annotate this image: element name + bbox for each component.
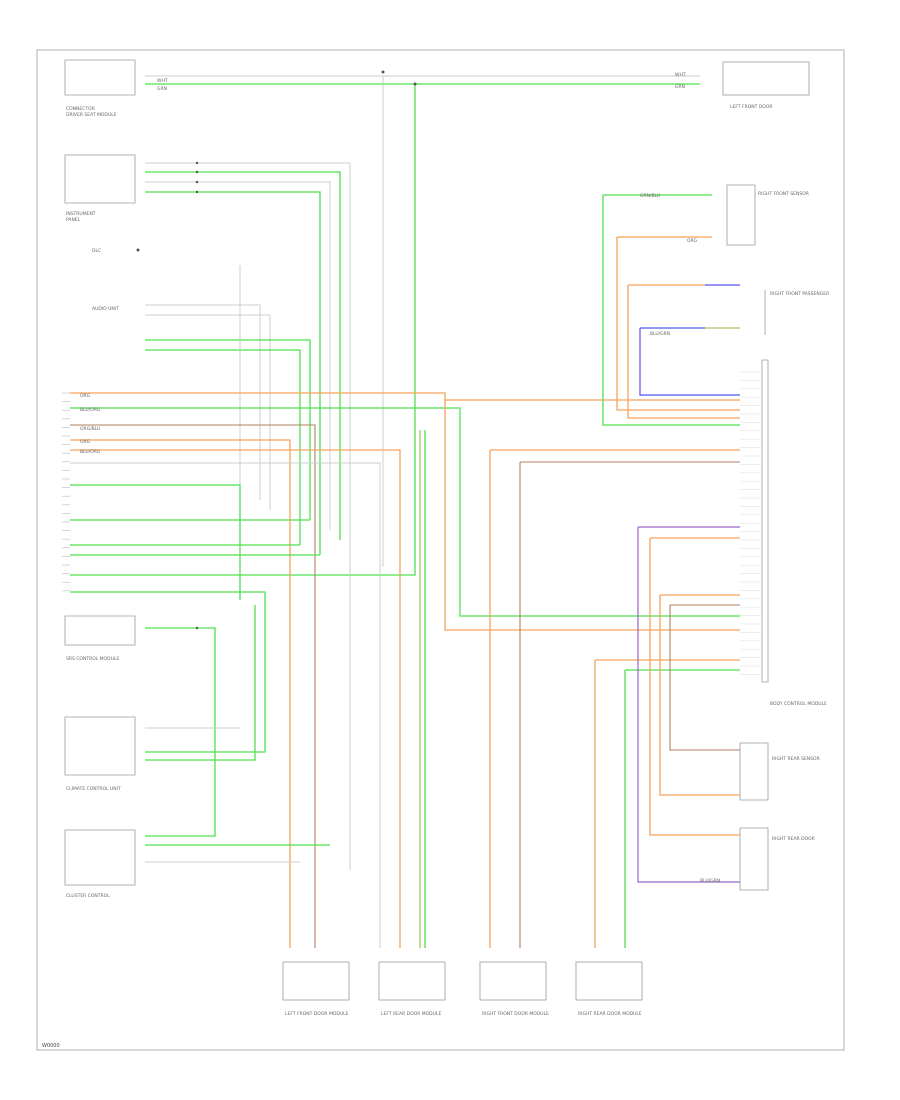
instrument-connector — [64, 154, 136, 204]
component-label-srs: SRS CONTROL MODULE — [66, 656, 119, 662]
wire-green — [70, 84, 416, 576]
wire-green — [145, 191, 321, 555]
wire-label: BLU/GRN — [650, 331, 670, 337]
wire-purple — [637, 526, 740, 883]
wire-brown — [70, 424, 316, 948]
wire-label: ORG — [687, 238, 698, 244]
component-label-rr-sensor: RIGHT REAR SENSOR — [772, 756, 820, 762]
splice-dot — [195, 170, 199, 174]
component-label-climate: CLIMATE CONTROL UNIT — [66, 786, 121, 792]
bottom-module-4 — [575, 961, 643, 1001]
component-sublabel-top-left: DRIVER SEAT MODULE — [66, 112, 117, 118]
wire-orange — [70, 439, 291, 948]
wire-orange — [616, 236, 740, 411]
harness-connector — [62, 392, 70, 592]
splice-dot — [195, 190, 199, 194]
splice-dot — [195, 626, 199, 630]
wire-group — [70, 75, 740, 948]
component-label-bottom-3: RIGHT FRONT DOOR MODULE — [482, 1011, 549, 1017]
splice-dot — [136, 248, 140, 252]
cluster-connector — [64, 829, 136, 886]
wire-green — [70, 484, 241, 600]
wire-orange — [70, 449, 401, 948]
right-module-pins — [740, 371, 762, 675]
wire-label: BLU/ORG — [80, 407, 101, 413]
wire-green — [145, 349, 301, 545]
wire-label: ORG — [80, 439, 91, 445]
wire-green — [145, 171, 341, 540]
wire-label: ORG — [80, 393, 91, 399]
wire-green — [70, 407, 740, 617]
wire-label: ORG/BLU — [80, 426, 100, 432]
right-module-connector — [761, 359, 769, 683]
wire-label: WHT — [675, 72, 686, 78]
component-label-audio: AUDIO UNIT — [92, 306, 119, 312]
wire-label: WHT — [157, 78, 168, 84]
splice-dot — [195, 180, 199, 184]
wire-blue — [639, 327, 740, 396]
splice-dot — [413, 82, 417, 86]
wire-label: GRN — [157, 86, 167, 92]
rr-sensor-box — [739, 742, 769, 801]
climate-connector — [64, 716, 136, 776]
wire-label: BLU/GRN — [700, 878, 720, 884]
wire-green — [145, 605, 256, 761]
wire-label: GRN/BLU — [640, 193, 660, 199]
wire-orange — [627, 284, 740, 419]
wire-brown — [669, 604, 740, 751]
component-label-cluster: CLUSTER CONTROL — [66, 893, 110, 899]
wire-green — [624, 669, 740, 948]
wire-gray — [70, 462, 381, 948]
srs-connector — [64, 615, 136, 646]
component-label-rr-door: RIGHT REAR DOOR — [772, 836, 815, 842]
component-label-bottom-2: LEFT REAR DOOR MODULE — [381, 1011, 441, 1017]
bottom-module-1 — [282, 961, 350, 1001]
bottom-module-2 — [378, 961, 446, 1001]
splice-dot — [381, 70, 385, 74]
component-label-lf-door: LEFT FRONT DOOR — [730, 104, 773, 110]
component-label-rf-pass: RIGHT FRONT PASSENGER — [770, 291, 829, 297]
top-left-connector — [64, 59, 136, 96]
wire-label: GRN — [675, 84, 685, 90]
wire-gray — [145, 181, 331, 530]
wire-gray — [145, 304, 261, 500]
wire-green — [602, 194, 740, 426]
bottom-module-3 — [479, 961, 547, 1001]
component-sublabel-instrument: PANEL — [66, 217, 81, 223]
component-label-instrument: INSTRUMENT — [66, 211, 96, 217]
wire-orange — [659, 594, 740, 796]
component-label-rf-sensor: RIGHT FRONT SENSOR — [758, 191, 809, 197]
page-ref: W0000 — [42, 1043, 60, 1049]
component-label-dlc: DLC — [92, 248, 101, 254]
component-label-right-module: BODY CONTROL MODULE — [770, 701, 827, 707]
wire-orange — [444, 400, 740, 631]
rr-door-box — [739, 827, 769, 891]
lf-door-box — [722, 61, 810, 96]
splice-dot — [195, 161, 199, 165]
component-label-bottom-1: LEFT FRONT DOOR MODULE — [285, 1011, 349, 1017]
rf-sensor-box — [726, 184, 756, 246]
wire-orange — [70, 392, 740, 401]
wire-label: BLU/ORG — [80, 449, 101, 455]
wire-orange — [649, 537, 740, 836]
wire-orange — [594, 659, 740, 948]
wire-green — [145, 627, 216, 837]
wire-gray — [145, 314, 271, 510]
wire-gray — [145, 162, 351, 870]
component-label-top-left: CONNECTOR — [66, 106, 95, 112]
component-label-bottom-4: RIGHT REAR DOOR MODULE — [578, 1011, 642, 1017]
wire-green — [145, 339, 311, 520]
diagram-frame — [36, 49, 845, 1051]
wire-green — [70, 591, 266, 753]
